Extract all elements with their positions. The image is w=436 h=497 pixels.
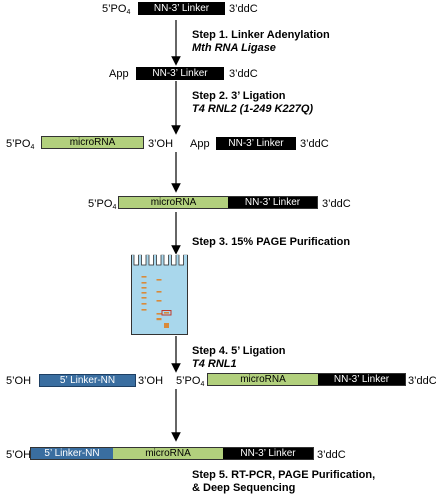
row6-3prime-end-label: 3’ddC xyxy=(317,449,346,461)
row3-3prime-oh-label: 3’OH xyxy=(148,138,174,150)
row1-3prime-linker: NN-3’ Linker xyxy=(138,2,225,15)
step4-title: Step 4. 5’ Ligation xyxy=(192,345,286,357)
step2-title: Step 2. 3’ Ligation xyxy=(192,90,286,102)
row1-3prime-end-label: 3’ddC xyxy=(229,3,258,15)
row4-ligated-product: microRNA NN-3’ Linker xyxy=(118,196,318,209)
step3-title: Step 3. 15% PAGE Purification xyxy=(192,236,351,248)
step5-title-line1: Step 5. RT-PCR, PAGE Purification, xyxy=(192,469,376,481)
row3-3prime-end-label: 3’ddC xyxy=(300,138,329,150)
row6-5prime-linker: 5’ Linker-NN xyxy=(31,448,113,459)
row6-3prime-linker: NN-3’ Linker xyxy=(240,448,296,459)
step5-title-line2: & Deep Sequencing xyxy=(192,482,296,494)
row5-5prime-oh-label: 5’OH xyxy=(6,375,32,387)
step4-enzyme: T4 RNL1 xyxy=(192,358,237,370)
row2-app-label: App xyxy=(109,68,129,80)
step1-enzyme: Mth RNA Ligase xyxy=(192,42,276,54)
row4-3prime-linker: NN-3’ Linker xyxy=(244,197,301,208)
row4-microrna: microRNA xyxy=(119,197,228,208)
step1-title: Step 1. Linker Adenylation xyxy=(192,29,330,41)
row5-5prime-linker: 5’ Linker-NN xyxy=(39,374,136,387)
row6-microrna: microRNA xyxy=(113,448,223,459)
row5-3prime-linker: NN-3’ Linker xyxy=(333,374,390,385)
row3-5prime-label: 5’PO4 xyxy=(6,138,35,151)
row5-ligated-product: microRNA NN-3’ Linker xyxy=(207,373,406,386)
row3-microrna: microRNA xyxy=(41,136,144,149)
row4-5prime-label: 5’PO4 xyxy=(88,198,117,211)
row3-adenylated-linker: NN-3’ Linker xyxy=(216,137,296,150)
row5-3prime-oh-label: 3’OH xyxy=(138,375,164,387)
row6-final-library: 5’ Linker-NN microRNA NN-3’ Linker xyxy=(30,447,314,460)
step2-enzyme: T4 RNL2 (1-249 K227Q) xyxy=(192,103,314,115)
row2-adenylated-linker: NN-3’ Linker xyxy=(136,67,224,80)
row5-5prime-po4-label: 5’PO4 xyxy=(176,375,205,388)
row5-3prime-end-label: 3’ddC xyxy=(408,375,436,387)
row4-3prime-end-label: 3’ddC xyxy=(322,198,351,210)
row2-3prime-end-label: 3’ddC xyxy=(229,68,258,80)
row5-microrna: microRNA xyxy=(208,374,318,385)
row3-app-label: App xyxy=(190,138,210,150)
row6-5prime-oh-label: 5’OH xyxy=(6,449,32,461)
row1-5prime-label: 5’PO4 xyxy=(102,3,131,16)
page-gel-image xyxy=(131,254,188,335)
